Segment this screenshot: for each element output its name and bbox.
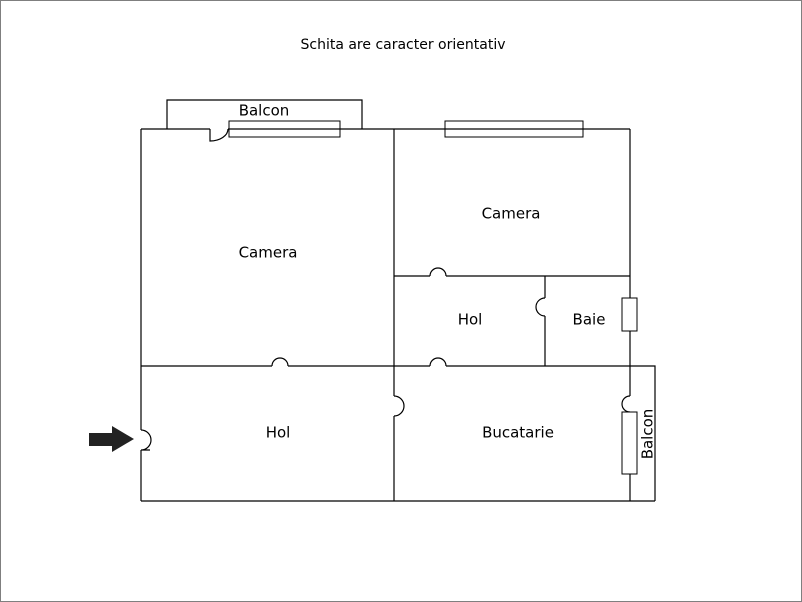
door-entrance bbox=[140, 429, 152, 451]
door-hol-bucatarie bbox=[393, 395, 405, 417]
doors bbox=[140, 128, 631, 451]
label-camera-large: Camera bbox=[239, 244, 298, 262]
entrance-arrow-icon bbox=[89, 426, 134, 452]
label-hol-inner: Hol bbox=[458, 311, 483, 329]
door-balcony-top bbox=[209, 128, 229, 142]
door-balcony-right bbox=[621, 395, 631, 413]
door-baie bbox=[535, 297, 546, 317]
window-bucatarie bbox=[621, 411, 638, 475]
balcony-top-outline bbox=[166, 99, 363, 129]
label-baie: Baie bbox=[573, 311, 606, 329]
door-bucatarie bbox=[429, 357, 447, 367]
window-baie bbox=[621, 297, 638, 332]
door-camera-right bbox=[429, 267, 447, 277]
label-hol-main: Hol bbox=[266, 424, 291, 442]
windows bbox=[228, 120, 638, 475]
label-balcony-top: Balcon bbox=[239, 102, 290, 120]
plan-title: Schita are caracter orientativ bbox=[300, 37, 505, 53]
label-camera-small: Camera bbox=[482, 205, 541, 223]
label-bucatarie: Bucatarie bbox=[482, 424, 554, 442]
door-camera-hol bbox=[271, 357, 289, 367]
label-balcony-right: Balcon bbox=[639, 409, 657, 460]
